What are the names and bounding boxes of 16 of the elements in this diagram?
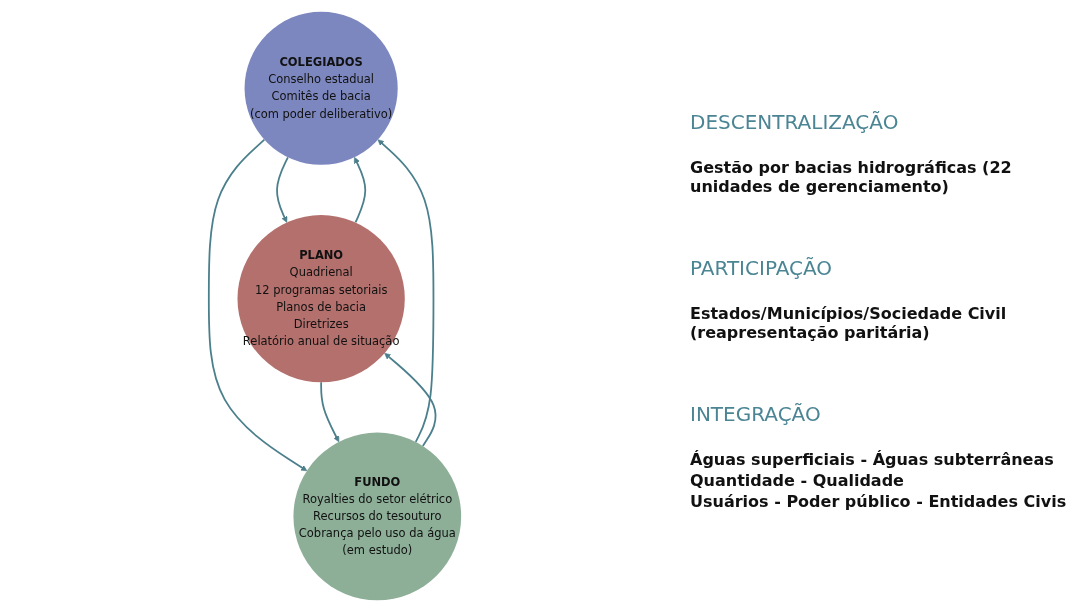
- arrow: [276, 156, 289, 223]
- node-circle: FUNDO Royalties do setor elétrico Recursos do tesouturo Cobrança pelo uso da água (em estudo): [293, 432, 462, 601]
- node-circle: COLEGIADOS Conselho estadual Comitês de bacia (com poder deliberativo): [244, 11, 398, 165]
- arrow: [354, 157, 367, 224]
- section-text: Águas superficiais - Águas subterrâneas: [690, 450, 1055, 469]
- section-heading: DESCENTRALIZAÇÃO: [690, 110, 900, 134]
- section-heading: PARTICIPAÇÃO: [690, 256, 834, 280]
- arrow: [207, 138, 308, 472]
- section-text: Quantidade - Qualidade: [690, 471, 905, 490]
- section-text: Estados/Municípios/Sociedade Civil (reapresentação paritária): [690, 304, 1008, 342]
- arrow: [384, 352, 437, 447]
- arrow: [320, 381, 340, 443]
- section-text: Gestão por bacias hidrográficas (22 unidades de gerenciamento): [690, 158, 1013, 196]
- section-heading: INTEGRAÇÃO: [690, 402, 822, 426]
- section-text: Usuários - Poder público - Entidades Civis: [690, 492, 1068, 511]
- arrow: [377, 139, 435, 443]
